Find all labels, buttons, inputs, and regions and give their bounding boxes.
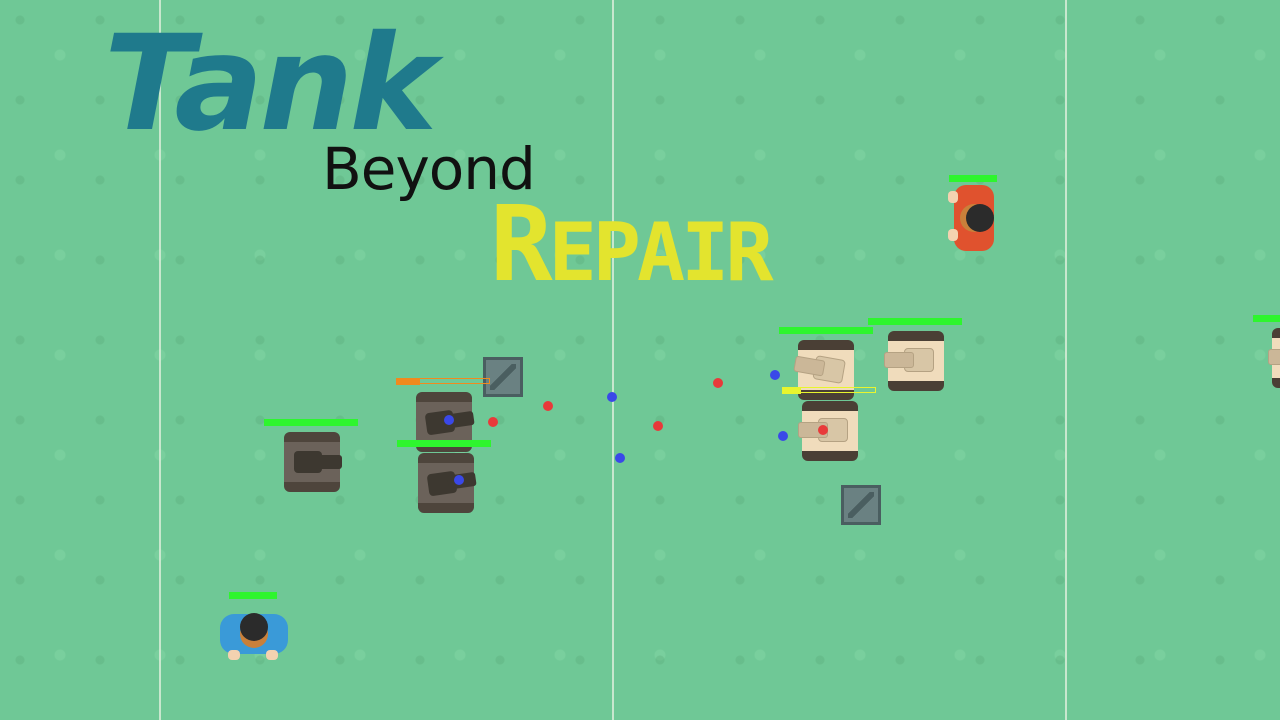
dark-tank[interactable]: [284, 432, 342, 492]
health-bar: [396, 378, 420, 385]
red-bullet: [488, 417, 498, 427]
health-bar: [264, 419, 358, 426]
title-beyond-text: Beyond: [322, 135, 536, 203]
health-bar: [779, 327, 873, 334]
title-repair-text: REPAIR: [490, 183, 774, 305]
blue-bullet: [770, 370, 780, 380]
tank-turret-icon: [284, 432, 342, 492]
player-avatar-icon: [948, 185, 994, 251]
red-bullet: [653, 421, 663, 431]
health-bar: [868, 318, 962, 325]
tan-tank[interactable]: [793, 340, 854, 400]
tank-turret-icon: [798, 401, 858, 461]
red-player-character[interactable]: [948, 185, 1000, 257]
blue-bullet: [444, 415, 454, 425]
blue-bullet: [615, 453, 625, 463]
tan-tank[interactable]: [798, 401, 858, 461]
health-bar: [397, 440, 491, 447]
dark-tank[interactable]: [418, 453, 477, 513]
supply-crate[interactable]: [841, 485, 881, 525]
tank-turret-icon: [1268, 328, 1280, 388]
tank-turret-icon: [884, 331, 944, 391]
red-bullet: [713, 378, 723, 388]
health-bar: [229, 592, 277, 599]
lane-line: [159, 0, 161, 720]
tank-turret-icon: [414, 449, 478, 516]
red-bullet: [543, 401, 553, 411]
supply-crate[interactable]: [483, 357, 523, 397]
title-tank-text: Tank: [104, 7, 437, 161]
lane-line: [1065, 0, 1067, 720]
tan-tank[interactable]: [884, 331, 944, 391]
player-avatar-icon: [220, 613, 288, 660]
blue-bullet: [778, 431, 788, 441]
tan-tank[interactable]: [1268, 328, 1280, 388]
blue-bullet: [454, 475, 464, 485]
blue-bullet: [607, 392, 617, 402]
blue-player-character[interactable]: [220, 608, 288, 668]
health-bar: [1253, 315, 1280, 322]
health-bar: [782, 387, 801, 394]
health-bar: [949, 175, 997, 182]
lane-line: [612, 0, 614, 720]
red-bullet: [818, 425, 828, 435]
tank-turret-icon: [793, 336, 859, 405]
